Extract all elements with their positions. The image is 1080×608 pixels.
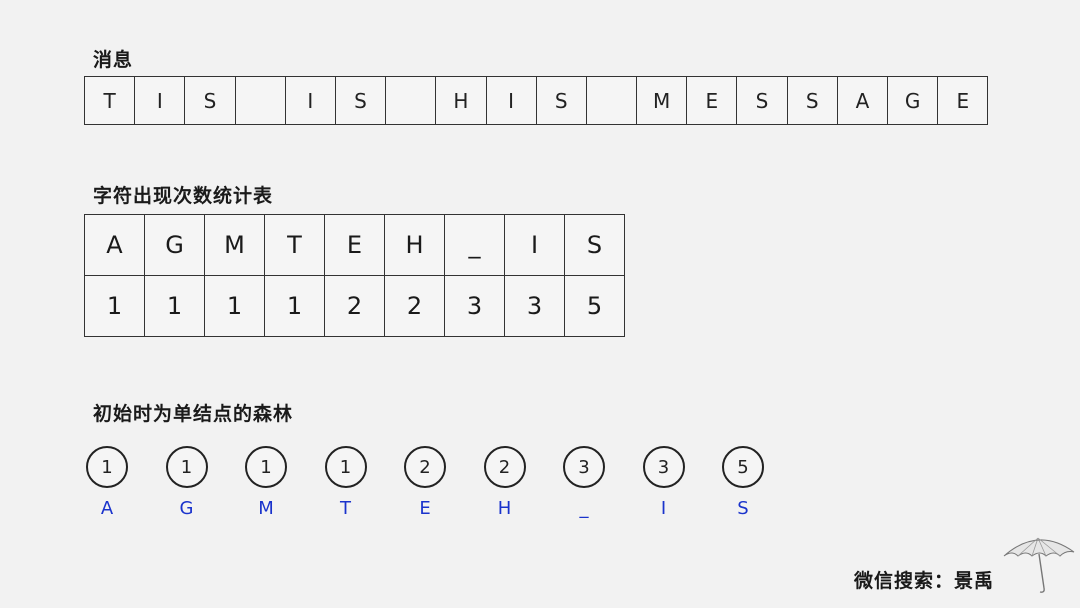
node-label: S [737, 498, 749, 519]
node-weight: 3 [563, 446, 605, 488]
frequency-count-cell: 2 [384, 275, 445, 337]
message-cell: E [687, 77, 738, 124]
frequency-count-cell: 1 [144, 275, 205, 337]
frequency-count-cell: 1 [264, 275, 325, 337]
message-cell [587, 77, 638, 124]
node-weight: 2 [404, 446, 446, 488]
frequency-char-cell: S [564, 214, 625, 276]
frequency-char-cell: M [204, 214, 265, 276]
message-cell [386, 77, 437, 124]
message-cell: I [487, 77, 537, 124]
message-cell: S [788, 77, 838, 124]
message-cell: I [286, 77, 336, 124]
node-label: G [179, 498, 194, 519]
frequency-char-cell: T [264, 214, 325, 276]
frequency-char-cell: G [144, 214, 205, 276]
message-cell: G [888, 77, 939, 124]
message-cell: S [537, 77, 587, 124]
message-cell: S [336, 77, 387, 124]
message-cell: S [737, 77, 788, 124]
node-label: A [100, 498, 114, 519]
message-cell: H [436, 77, 487, 124]
node-weight: 2 [483, 446, 526, 488]
frequency-count-cell: 2 [324, 275, 385, 337]
message-cell: M [637, 77, 688, 124]
frequency-char-cell: _ [444, 214, 505, 276]
node-label: E [419, 498, 431, 519]
node-weight: 1 [165, 446, 208, 488]
frequency-table-title: 字符出现次数统计表 [93, 185, 274, 207]
node-weight: 3 [642, 446, 685, 488]
node-weight: 1 [245, 446, 287, 488]
message-cell: S [185, 77, 236, 124]
frequency-count-cell: 3 [504, 275, 565, 337]
frequency-count-cell: 1 [84, 275, 145, 337]
node-weight: 1 [86, 446, 128, 488]
node-label: H [497, 498, 512, 519]
footer-text: 微信搜索：景禹 [853, 570, 994, 592]
frequency-char-cell: I [504, 214, 565, 276]
message-cell [236, 77, 286, 124]
node-weight: 1 [324, 446, 367, 488]
node-label: M [258, 498, 274, 519]
node-label: _ [579, 498, 589, 519]
forest-node: 3_ [563, 446, 605, 519]
forest-title: 初始时为单结点的森林 [93, 403, 294, 425]
message-cell: E [938, 77, 989, 124]
node-label: T [340, 498, 351, 519]
message-title: 消息 [93, 49, 134, 71]
frequency-count-cell: 3 [444, 275, 505, 337]
frequency-count-cell: 5 [564, 275, 625, 337]
message-cell: I [135, 77, 186, 124]
message-cell: T [85, 77, 136, 124]
frequency-char-cell: E [324, 214, 385, 276]
frequency-char-cell: H [384, 214, 445, 276]
message-cell: A [838, 77, 888, 124]
frequency-char-cell: A [84, 214, 145, 276]
node-weight: 5 [722, 446, 764, 488]
node-label: I [660, 498, 667, 519]
umbrella-icon [1003, 537, 1075, 593]
frequency-count-cell: 1 [204, 275, 265, 337]
